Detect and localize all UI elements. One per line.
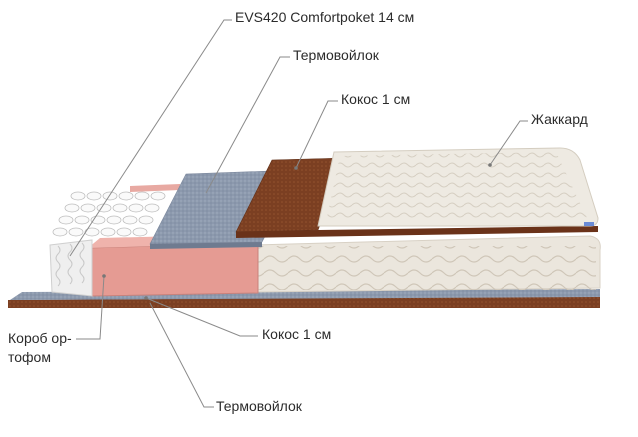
label-frame-line2: тофом	[8, 349, 51, 365]
frame-box	[87, 242, 259, 297]
spring-block	[49, 191, 166, 297]
label-coir-top: Кокос 1 см	[341, 91, 411, 107]
label-frame-line1: Короб ор-	[8, 330, 72, 346]
label-jacquard: Жаккард	[531, 111, 588, 127]
leader-lines	[69, 19, 528, 408]
brand-tag	[584, 222, 594, 226]
label-coir-bottom: Кокос 1 см	[262, 326, 332, 342]
label-felt-bottom: Термовойлок	[216, 398, 302, 414]
label-springs: EVS420 Comfortpoket 14 см	[235, 9, 415, 25]
label-felt-top: Термовойлок	[293, 47, 379, 63]
cover-wave-pattern	[256, 246, 596, 290]
